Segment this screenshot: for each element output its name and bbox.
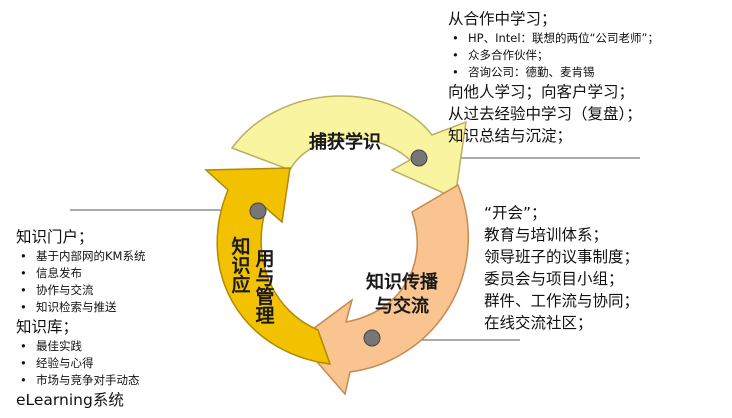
top-heading: 从合作中学习；	[448, 10, 557, 28]
dot-apply	[249, 202, 267, 220]
top-bullet: 咨询公司：德勤、麦肯锡	[448, 64, 659, 81]
portal-heading: 知识门户；	[16, 228, 94, 246]
dot-capture	[410, 149, 428, 167]
top-text-block: 从合作中学习； HP、Intel：联想的两位“公司老师”； 众多合作伙伴； 咨询…	[448, 8, 659, 147]
right-text-block: “开会”； 教育与培训体系； 领导班子的议事制度； 委员会与项目小组； 群件、工…	[484, 202, 639, 334]
right-line: 领导班子的议事制度；	[484, 248, 640, 266]
top-line: 向他人学习；向客户学习；	[448, 83, 635, 101]
library-bullet: 市场与竞争对手动态	[16, 372, 145, 389]
library-bullet: 经验与心得	[16, 355, 145, 372]
right-line: “开会”；	[484, 204, 547, 222]
segment-apply	[204, 167, 332, 365]
right-line: 群件、工作流与协同；	[484, 292, 640, 310]
dot-spread	[363, 329, 381, 347]
right-line: 在线交流社区；	[484, 314, 593, 332]
top-bullet: HP、Intel：联想的两位“公司老师”；	[448, 30, 659, 47]
right-line: 教育与培训体系；	[484, 226, 609, 244]
elearning-footer: eLearning系统	[16, 391, 124, 409]
portal-bullet: 知识检索与推送	[16, 299, 145, 316]
label-apply-col1: 知识应	[231, 236, 251, 296]
label-capture: 捕获学识	[309, 131, 381, 153]
top-line: 知识总结与沉淀；	[448, 127, 573, 145]
segment-spread	[296, 183, 469, 396]
top-bullet: 众多合作伙伴；	[448, 47, 659, 64]
top-line: 从过去经验中学习（复盘）；	[448, 105, 642, 123]
left-text-block: 知识门户； 基于内部网的KM系统 信息发布 协作与交流 知识检索与推送 知识库；…	[16, 226, 145, 411]
label-apply-col2: 用与管理	[255, 248, 275, 327]
segment-capture	[230, 95, 467, 200]
library-heading: 知识库；	[16, 318, 79, 336]
library-bullet: 最佳实践	[16, 338, 145, 355]
label-spread-line1: 知识传播	[366, 271, 439, 293]
right-line: 委员会与项目小组；	[484, 270, 624, 288]
portal-bullet: 协作与交流	[16, 282, 145, 299]
portal-bullet: 基于内部网的KM系统	[16, 248, 145, 265]
label-spread-line2: 与交流	[375, 295, 429, 317]
portal-bullet: 信息发布	[16, 265, 145, 282]
